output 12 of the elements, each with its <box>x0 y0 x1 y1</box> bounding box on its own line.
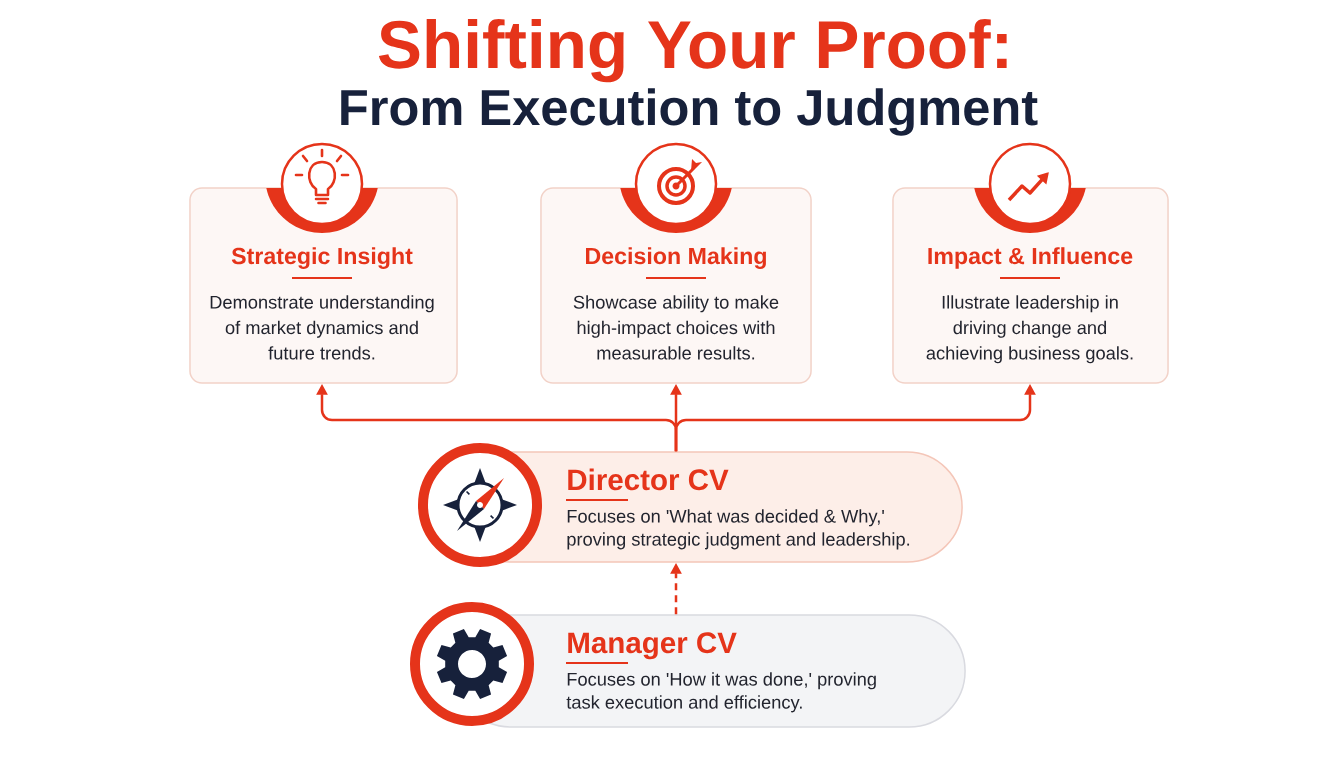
card-text: Focuses on 'How it was done,' proving task execution and efficiency. <box>566 672 876 713</box>
card-text: Illustrate leadership in driving change and achieving business goals. <box>926 295 1133 364</box>
title: Shifting Your Proof: <box>378 19 1007 83</box>
card-heading: Manager CV <box>568 632 737 660</box>
card-text: Showcase ability to make high-impact choices with measurable results. <box>573 295 779 360</box>
card-text: Demonstrate understanding of market dynamics and future trends. <box>210 295 434 360</box>
card-heading: Strategic Insight <box>231 247 413 269</box>
card-heading: Decision Making <box>586 247 766 269</box>
subtitle: From Execution to Judgment <box>341 88 1038 136</box>
card-heading: Director CV <box>568 468 729 491</box>
card-text: Focuses on 'What was decided & Why,' proving strategic judgment and leadership. <box>567 509 910 550</box>
card-heading: Impact & Influence <box>928 247 1133 269</box>
